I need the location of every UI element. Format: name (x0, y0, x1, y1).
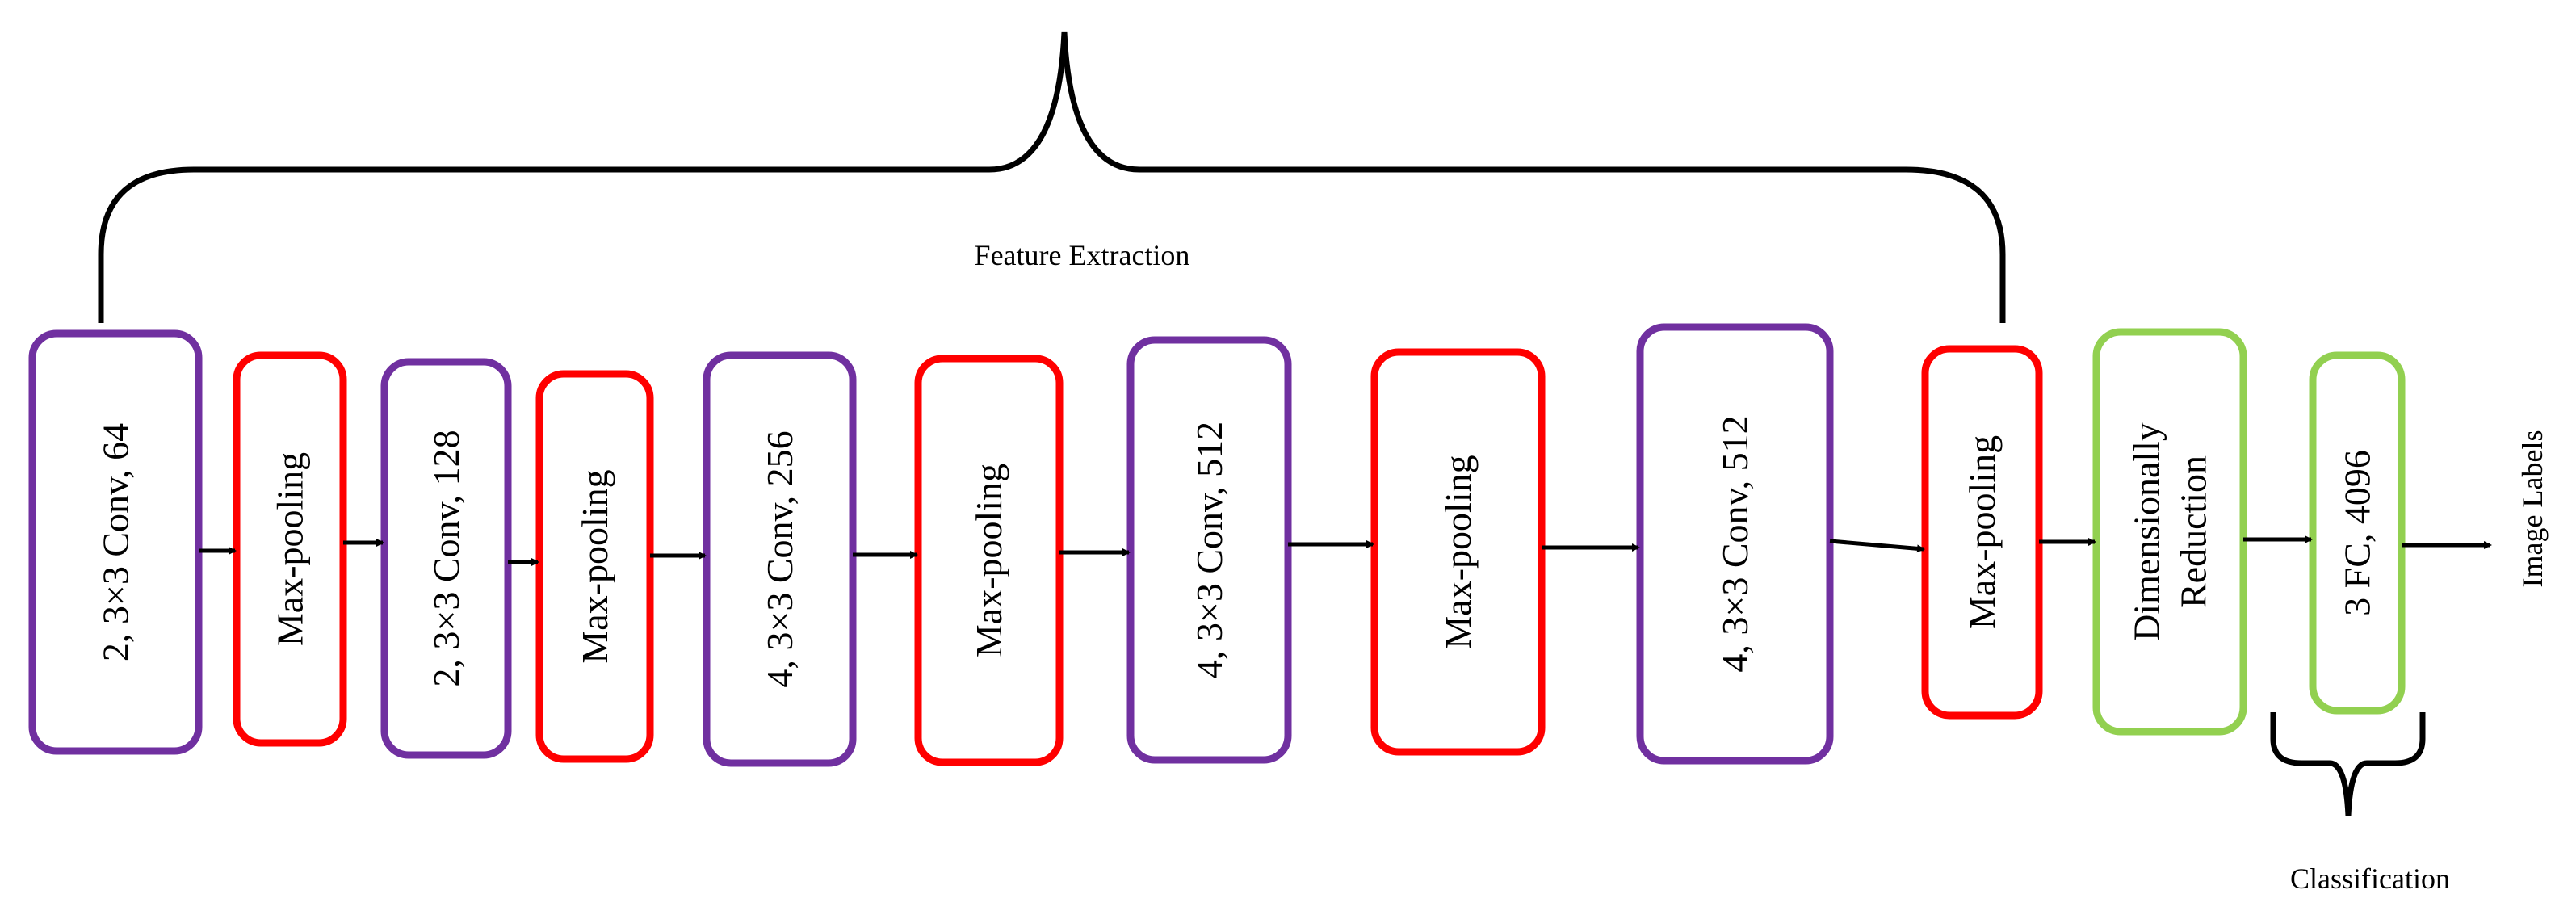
dense-block-label: Dimensionally (2126, 422, 2167, 641)
conv-block-label: 4, 3×3 Conv, 512 (1189, 422, 1230, 678)
block-1-conv: 2, 3×3 Conv, 64 (28, 329, 203, 755)
pool-block-border (233, 351, 347, 747)
pool-block-border (535, 370, 654, 763)
pool-block-label: Max-pooling (968, 464, 1009, 657)
dense-block-label: 3 FC, 4096 (2337, 450, 2378, 616)
pool-block-border (914, 355, 1064, 766)
dense-block-label: Reduction (2173, 455, 2214, 608)
classification-brace (2270, 712, 2426, 816)
block-3-conv: 2, 3×3 Conv, 128 (380, 358, 512, 759)
block-5-conv: 4, 3×3 Conv, 256 (703, 351, 857, 767)
conv-block-border (1636, 323, 1834, 765)
conv-block-border (1126, 336, 1292, 764)
conv-block-border (380, 358, 512, 759)
conv-block-label: 4, 3×3 Conv, 512 (1714, 415, 1756, 672)
image-labels-label: Image Labels (2516, 430, 2549, 588)
flow-arrow-9 (1829, 539, 1925, 553)
block-10-pool: Max-pooling (1921, 345, 2043, 720)
pool-block-border (1370, 348, 1546, 756)
conv-block-border (703, 351, 857, 767)
conv-block-label: 2, 3×3 Conv, 128 (426, 430, 467, 686)
block-2-pool: Max-pooling (233, 351, 347, 747)
feature-extraction-label: Feature Extraction (975, 239, 1190, 271)
block-12-dense: 3 FC, 4096 (2309, 351, 2406, 715)
block-9-conv: 4, 3×3 Conv, 512 (1636, 323, 1834, 765)
pool-block-label: Max-pooling (1961, 435, 2003, 629)
block-4-pool: Max-pooling (535, 370, 654, 763)
conv-block-label: 2, 3×3 Conv, 64 (95, 423, 136, 661)
dense-block-border (2309, 351, 2406, 715)
block-7-conv: 4, 3×3 Conv, 512 (1126, 336, 1292, 764)
pool-block-label: Max-pooling (1437, 455, 1479, 648)
block-8-pool: Max-pooling (1370, 348, 1546, 756)
conv-block-label: 4, 3×3 Conv, 256 (759, 430, 800, 687)
conv-block-border (28, 329, 203, 755)
pool-block-label: Max-pooling (574, 469, 615, 663)
feature-extraction-brace (98, 31, 2006, 323)
block-6-pool: Max-pooling (914, 355, 1064, 766)
dense-block-border (2092, 328, 2247, 736)
pool-block-label: Max-pooling (270, 452, 311, 646)
classification-label: Classification (2290, 862, 2450, 895)
pool-block-border (1921, 345, 2043, 720)
